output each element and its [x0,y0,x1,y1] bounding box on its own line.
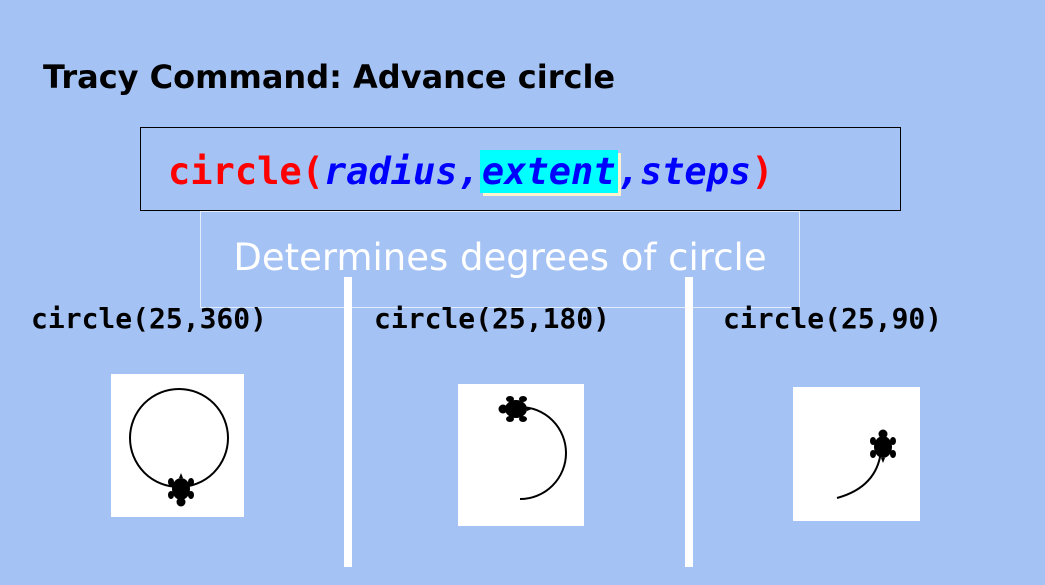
syntax-line: circle(radius,extent,steps) [168,150,773,193]
syntax-box [140,127,901,211]
comma: , [457,150,480,193]
quarter-circle-turtle-icon [793,387,920,521]
tooltip-box [200,211,800,308]
open-paren: ( [301,150,324,193]
tooltip-text: Determines degrees of circle [233,236,767,279]
full-circle-turtle-icon [111,374,244,517]
arg-radius: radius [323,150,458,193]
half-circle-turtle-icon [458,384,584,526]
slide-title: Tracy Command: Advance circle [43,58,616,96]
example-command-full: circle(25,360) [31,302,268,335]
example-command-quarter: circle(25,90) [723,302,943,335]
example-command-half: circle(25,180) [374,302,611,335]
arg-steps: steps [639,150,752,193]
column-divider [685,277,693,567]
arg-extent-highlighted: extent [479,150,618,193]
function-name: circle [168,150,302,193]
comma: , [617,150,640,193]
close-paren: ) [751,150,774,193]
column-divider [344,277,352,567]
